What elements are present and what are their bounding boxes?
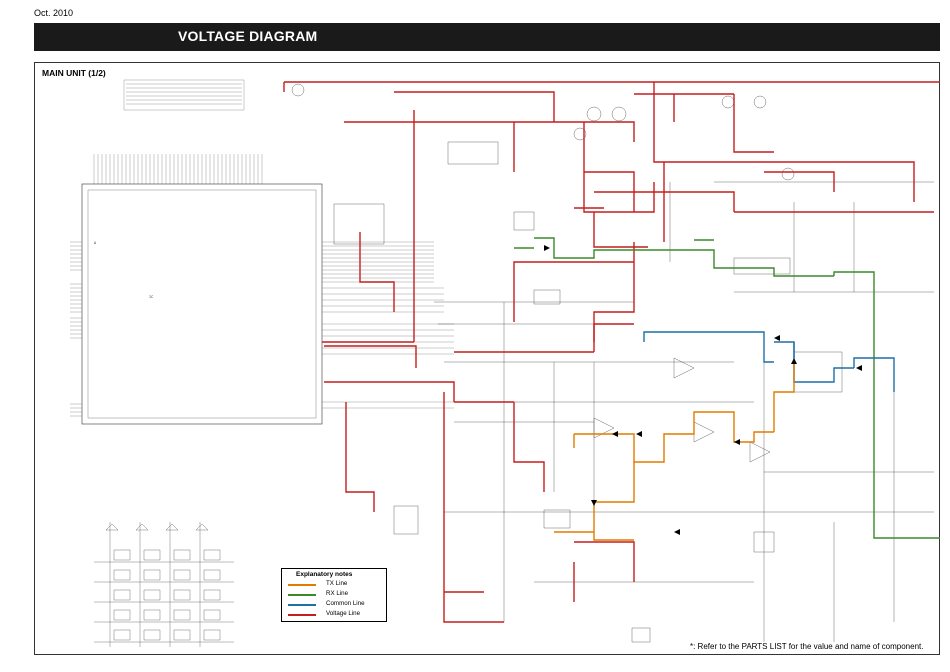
legend-label-tx: TX Line [326, 580, 348, 587]
legend-item-tx: TX Line [288, 580, 386, 589]
legend-swatch-common [288, 604, 316, 606]
cpu-pins-left [70, 241, 82, 417]
component-labels: IC A [94, 241, 153, 299]
page-title: VOLTAGE DIAGRAM [178, 28, 318, 44]
misc-components [291, 83, 934, 643]
keypad-matrix [94, 522, 234, 647]
legend-swatch-rx [288, 594, 316, 596]
svg-text:A: A [94, 241, 97, 245]
tx-lines [554, 362, 795, 541]
title-bar: VOLTAGE DIAGRAM [34, 23, 940, 51]
legend-label-rx: RX Line [326, 590, 349, 597]
legend-label-voltage: Voltage Line [326, 610, 361, 617]
cpu-block [81, 183, 323, 425]
legend-swatch-voltage [288, 614, 316, 616]
legend-item-voltage: Voltage Line [288, 610, 386, 619]
voltage-lines [283, 81, 940, 623]
rx-lines [514, 237, 940, 539]
legend-label-common: Common Line [326, 600, 365, 607]
legend-swatch-tx [288, 584, 316, 586]
svg-text:IC: IC [149, 295, 153, 299]
cpu-pins-top [93, 79, 263, 184]
section-title: MAIN UNIT (1/2) [42, 68, 106, 78]
cpu-pins-right [322, 241, 454, 409]
legend-title: Explanatory notes [296, 571, 353, 578]
legend-item-common: Common Line [288, 600, 386, 609]
common-lines [643, 331, 895, 392]
legend-box: Explanatory notes TX Line RX Line Common… [281, 568, 387, 622]
signal-arrows [544, 245, 862, 535]
document-date: Oct. 2010 [34, 8, 74, 18]
parts-list-footnote: *: Refer to the PARTS LIST for the value… [690, 642, 924, 651]
legend-item-rx: RX Line [288, 590, 386, 599]
schematic-drawing: IC A [70, 79, 940, 647]
schematic-frame [34, 62, 940, 655]
